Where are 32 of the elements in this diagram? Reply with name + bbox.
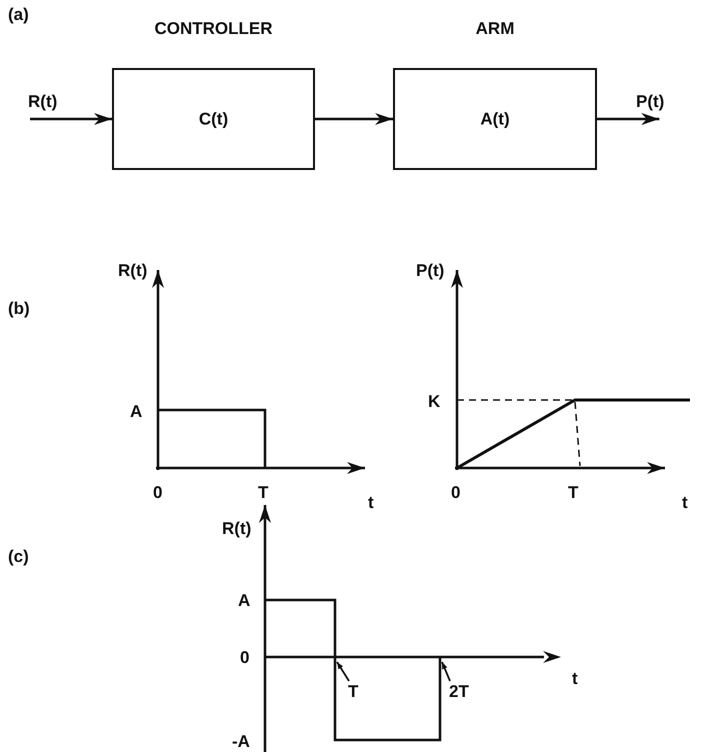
x-axis	[265, 651, 561, 663]
axis-label: P(t)	[416, 262, 444, 279]
signal-label: R(t)	[28, 93, 58, 110]
axis-label: t	[682, 494, 688, 511]
tick-label: T	[258, 484, 268, 501]
arrow	[30, 113, 112, 125]
block-heading: ARM	[474, 20, 516, 37]
tick-label: A	[238, 592, 250, 609]
signal-label: P(t)	[636, 93, 664, 110]
panel-letter: (b)	[8, 300, 30, 317]
leader-line	[441, 662, 451, 682]
arrow	[315, 113, 393, 125]
panel-letter: (a)	[8, 6, 29, 23]
axis-label: t	[368, 494, 374, 511]
block-label: A(t)	[479, 110, 511, 128]
callout-label: T	[348, 683, 358, 700]
tick-label: A	[130, 403, 142, 420]
tick-label: 0	[240, 649, 250, 666]
tick-label: K	[428, 393, 440, 410]
axis-label: t	[572, 670, 578, 687]
block-heading: CONTROLLER	[153, 20, 274, 37]
panel-letter: (c)	[8, 548, 29, 565]
axis-label: R(t)	[222, 520, 252, 537]
tick-label: 0	[451, 484, 460, 501]
arrow	[597, 113, 660, 125]
block-label: C(t)	[198, 110, 230, 128]
tick-label: -A	[232, 733, 250, 750]
leader-line	[336, 662, 350, 682]
callout-label: 2T	[449, 683, 469, 700]
tick-label: 0	[153, 484, 162, 501]
axis-label: R(t)	[118, 262, 148, 279]
tick-label: T	[568, 484, 578, 501]
